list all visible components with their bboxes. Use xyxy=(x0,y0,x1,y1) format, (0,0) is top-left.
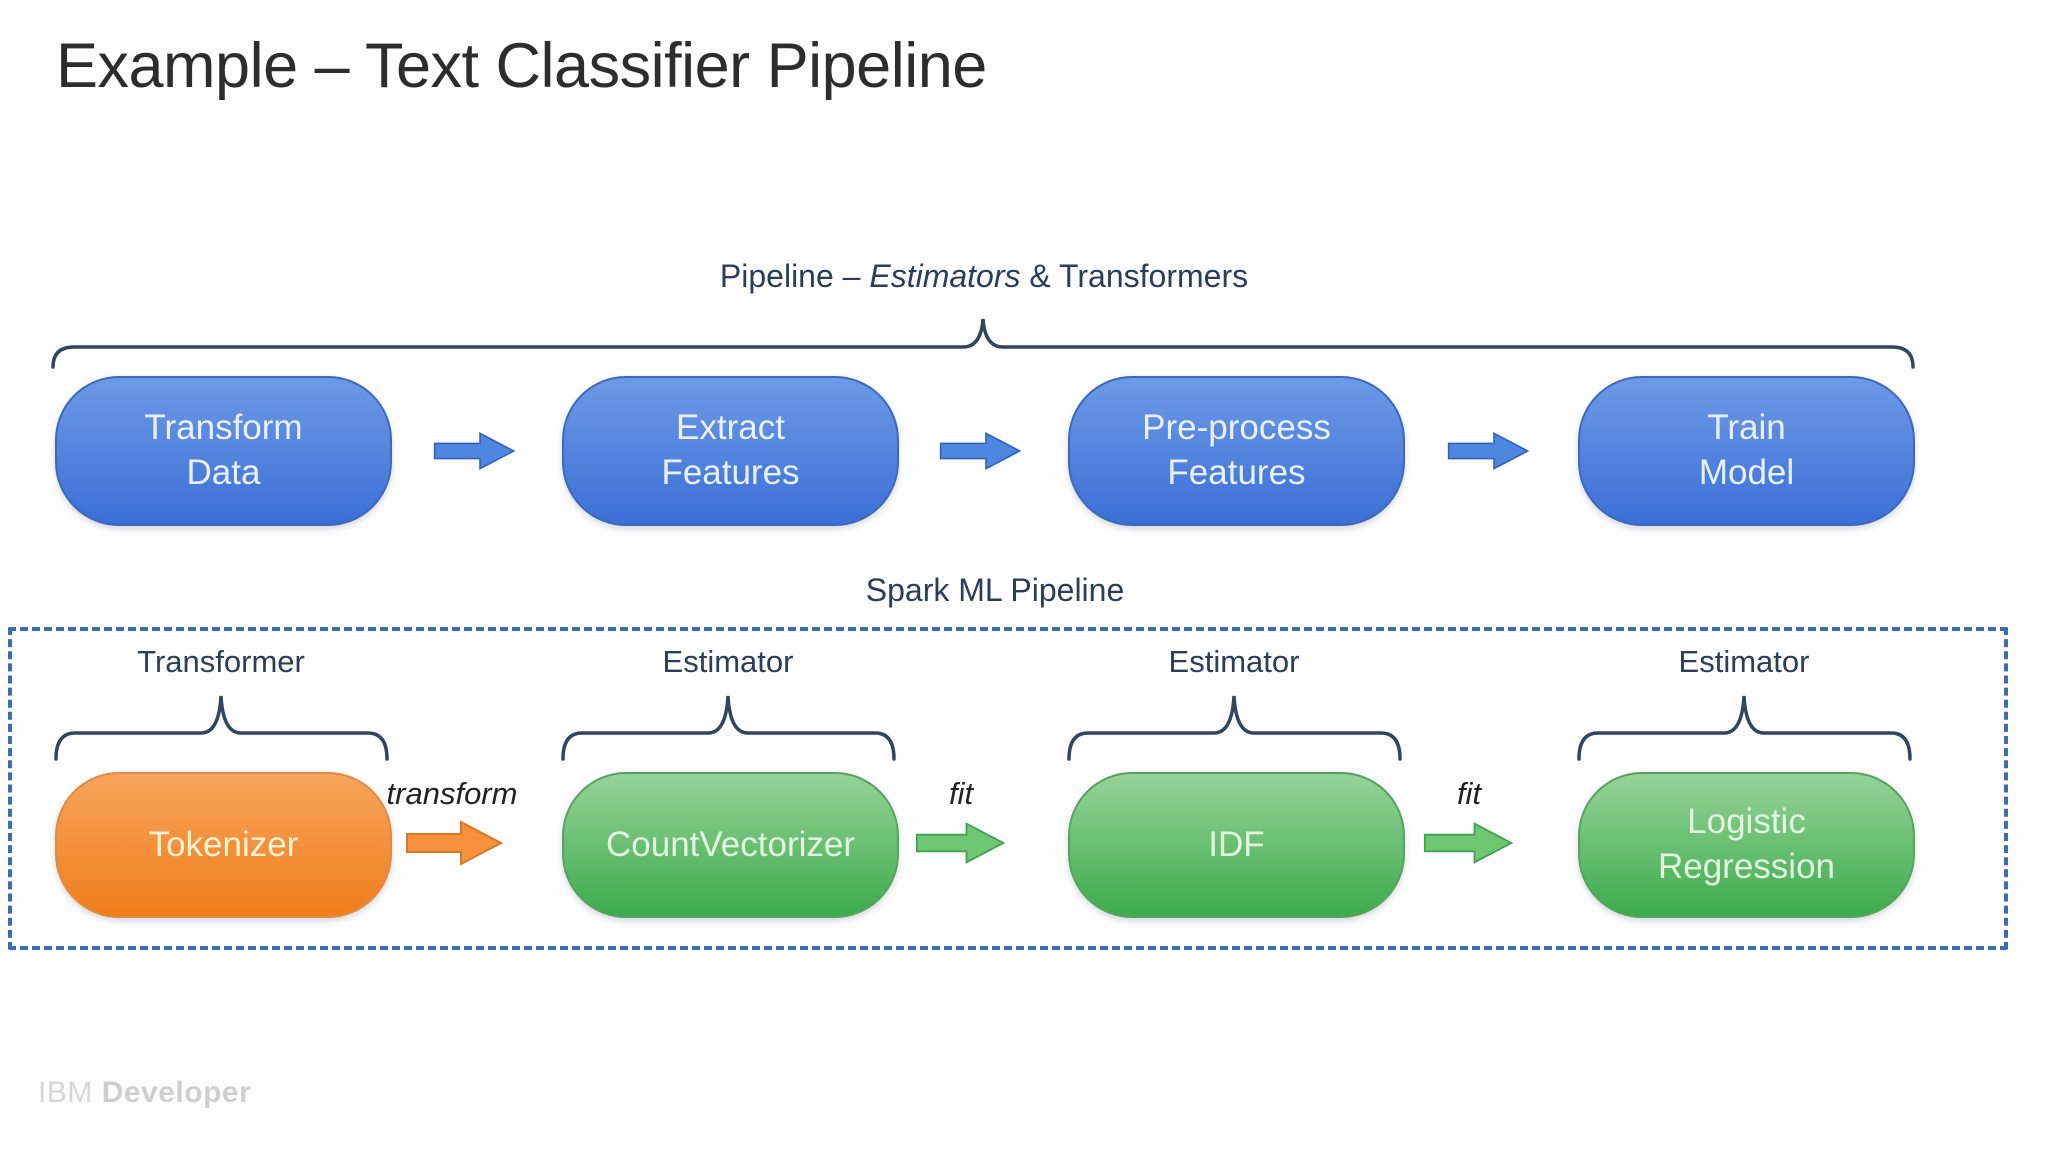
arrow-label-fit: fit xyxy=(1456,776,1482,811)
page-title: Example – Text Classifier Pipeline xyxy=(56,31,987,101)
stage-label: Train Model xyxy=(1698,408,1795,492)
arrow-label-transform: transform xyxy=(386,776,518,811)
fit-arrow-icon xyxy=(1423,822,1514,864)
brand-ibm: IBM xyxy=(38,1076,93,1109)
group-brace-icon xyxy=(561,695,896,761)
group-brace-icon xyxy=(1067,695,1402,761)
stage-preprocess-features: Pre-process Features xyxy=(1068,376,1405,526)
fit-arrow-icon xyxy=(915,822,1006,864)
role-label-estimator-1: Estimator xyxy=(662,644,794,679)
role-label-estimator-3: Estimator xyxy=(1678,644,1810,679)
group-brace-icon xyxy=(1577,695,1912,761)
stage-transform-data: Transform Data xyxy=(55,376,392,526)
stage-train-model: Train Model xyxy=(1578,376,1915,526)
stage-extract-features: Extract Features xyxy=(562,376,899,526)
flow-arrow-icon xyxy=(1447,431,1530,471)
flow-arrow-icon xyxy=(939,431,1022,471)
pipeline-caption-prefix: Pipeline – xyxy=(719,258,870,294)
brand-developer: Developer xyxy=(101,1076,252,1109)
role-label-estimator-2: Estimator xyxy=(1168,644,1300,679)
role-label-transformer: Transformer xyxy=(137,644,305,679)
spark-pipeline-container xyxy=(8,627,2008,950)
pipeline-caption: Pipeline – Estimators & Transformers xyxy=(720,258,1248,295)
stage-label: Pre-process Features xyxy=(1142,408,1331,492)
stage-label: CountVectorizer xyxy=(605,824,856,864)
stage-tokenizer: Tokenizer xyxy=(55,772,392,918)
stage-label: Tokenizer xyxy=(148,824,299,864)
stage-idf: IDF xyxy=(1068,772,1405,918)
flow-arrow-icon xyxy=(433,431,516,471)
stage-logistic-regression: Logistic Regression xyxy=(1578,772,1915,918)
pipeline-brace-icon xyxy=(51,318,1915,369)
pipeline-caption-suffix: & Transformers xyxy=(1020,258,1249,294)
stage-label: Extract Features xyxy=(661,408,800,492)
arrow-label-fit: fit xyxy=(948,776,974,811)
transform-arrow-icon xyxy=(406,820,504,866)
ibm-developer-logo: IBM Developer xyxy=(38,1076,251,1110)
stage-label: IDF xyxy=(1208,824,1265,864)
group-brace-icon xyxy=(54,695,389,761)
stage-label: Transform Data xyxy=(144,408,303,492)
stage-countvectorizer: CountVectorizer xyxy=(562,772,899,918)
pipeline-caption-italic: Estimators xyxy=(869,258,1021,294)
stage-label: Logistic Regression xyxy=(1657,802,1836,886)
spark-pipeline-caption: Spark ML Pipeline xyxy=(865,572,1125,608)
